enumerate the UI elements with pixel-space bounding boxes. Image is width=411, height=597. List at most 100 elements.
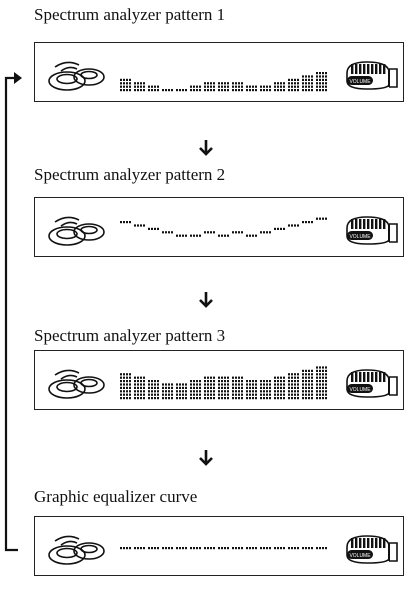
meter-segment	[305, 397, 307, 400]
meter-segment	[157, 547, 159, 550]
meter-segment	[224, 383, 226, 386]
meter-segment	[308, 393, 310, 396]
meter-segment	[280, 89, 282, 92]
meter-segment	[213, 393, 215, 396]
meter-segment	[311, 78, 313, 81]
meter-segment	[182, 393, 184, 396]
meter-segment	[157, 85, 159, 88]
meter-segment	[322, 390, 324, 393]
meter-segment	[221, 89, 223, 92]
meter-segment	[316, 217, 318, 220]
meter-segment	[294, 373, 296, 376]
meter-segment	[196, 234, 198, 237]
meter-segment	[221, 397, 223, 400]
meter-segment	[154, 386, 156, 389]
meter-segment	[140, 390, 142, 393]
meter-segment	[241, 383, 243, 386]
meter-segment	[305, 383, 307, 386]
caption-pattern-1: Spectrum analyzer pattern 1	[34, 5, 226, 24]
meter-segment	[263, 386, 265, 389]
meter-segment	[252, 386, 254, 389]
meter-segment	[120, 386, 122, 389]
meter-segment	[305, 547, 307, 550]
meter-segment	[148, 390, 150, 393]
meter-segment	[162, 397, 164, 400]
meter-segment	[280, 227, 282, 230]
meter-segment	[227, 82, 229, 85]
meter-segment	[196, 547, 198, 550]
meter-segment	[123, 386, 125, 389]
meter-segment	[238, 393, 240, 396]
meter-segment	[297, 224, 299, 227]
meter-segment	[280, 397, 282, 400]
meter-segment	[190, 85, 192, 88]
meter-segment	[302, 393, 304, 396]
meter-segment	[238, 386, 240, 389]
meter-segment	[291, 82, 293, 85]
meter-segment	[210, 397, 212, 400]
meter-segment	[322, 366, 324, 369]
meter-segment	[319, 89, 321, 92]
meter-segment	[283, 85, 285, 88]
meter-segment	[316, 386, 318, 389]
meter-segment	[269, 393, 271, 396]
meter-segment	[185, 390, 187, 393]
meter-segment	[319, 217, 321, 220]
meter-segment	[193, 89, 195, 92]
meter-segment	[143, 82, 145, 85]
meter-segment	[148, 386, 150, 389]
meter-segment	[266, 397, 268, 400]
meter-segment	[283, 89, 285, 92]
meter-segment	[193, 383, 195, 386]
meter-segment	[291, 383, 293, 386]
meter-segment	[280, 383, 282, 386]
meter-segment	[294, 85, 296, 88]
meter-segment	[302, 373, 304, 376]
meter-segment	[325, 373, 327, 376]
meter-segment	[322, 383, 324, 386]
meter-segment	[308, 89, 310, 92]
meter-segment	[207, 390, 209, 393]
meter-segment	[179, 386, 181, 389]
meter-segment	[246, 234, 248, 237]
meter-segment	[311, 369, 313, 372]
meter-segment	[165, 383, 167, 386]
meter-segment	[157, 380, 159, 383]
meter-segment	[325, 397, 327, 400]
meter-segment	[311, 393, 313, 396]
meter-segment	[246, 390, 248, 393]
disc-changer-icon	[48, 535, 105, 565]
meter-segment	[283, 547, 285, 550]
meter-segment	[199, 393, 201, 396]
meter-segment	[179, 390, 181, 393]
meter-segment	[241, 89, 243, 92]
meter-segment	[221, 380, 223, 383]
meter-segment	[213, 89, 215, 92]
meter-segment	[120, 383, 122, 386]
meter-segment	[316, 393, 318, 396]
meter-segment	[148, 89, 150, 92]
meter-segment	[277, 386, 279, 389]
meter-segment	[221, 376, 223, 379]
meter-segment	[224, 386, 226, 389]
meter-segment	[255, 383, 257, 386]
meter-segment	[143, 224, 145, 227]
meter-segment	[129, 386, 131, 389]
meter-segment	[266, 380, 268, 383]
meter-segment	[249, 390, 251, 393]
meter-segment	[129, 390, 131, 393]
meter-segment	[260, 397, 262, 400]
meter-segment	[308, 75, 310, 78]
meter-segment	[305, 390, 307, 393]
meter-segment	[204, 383, 206, 386]
meter-segment	[123, 397, 125, 400]
meter-segment	[207, 380, 209, 383]
meter-segment	[260, 390, 262, 393]
meter-segment	[294, 386, 296, 389]
meter-segment	[154, 547, 156, 550]
meter-segment	[288, 390, 290, 393]
meter-segment	[260, 393, 262, 396]
meter-segment	[199, 547, 201, 550]
meter-segment	[266, 390, 268, 393]
meter-segment	[129, 78, 131, 81]
